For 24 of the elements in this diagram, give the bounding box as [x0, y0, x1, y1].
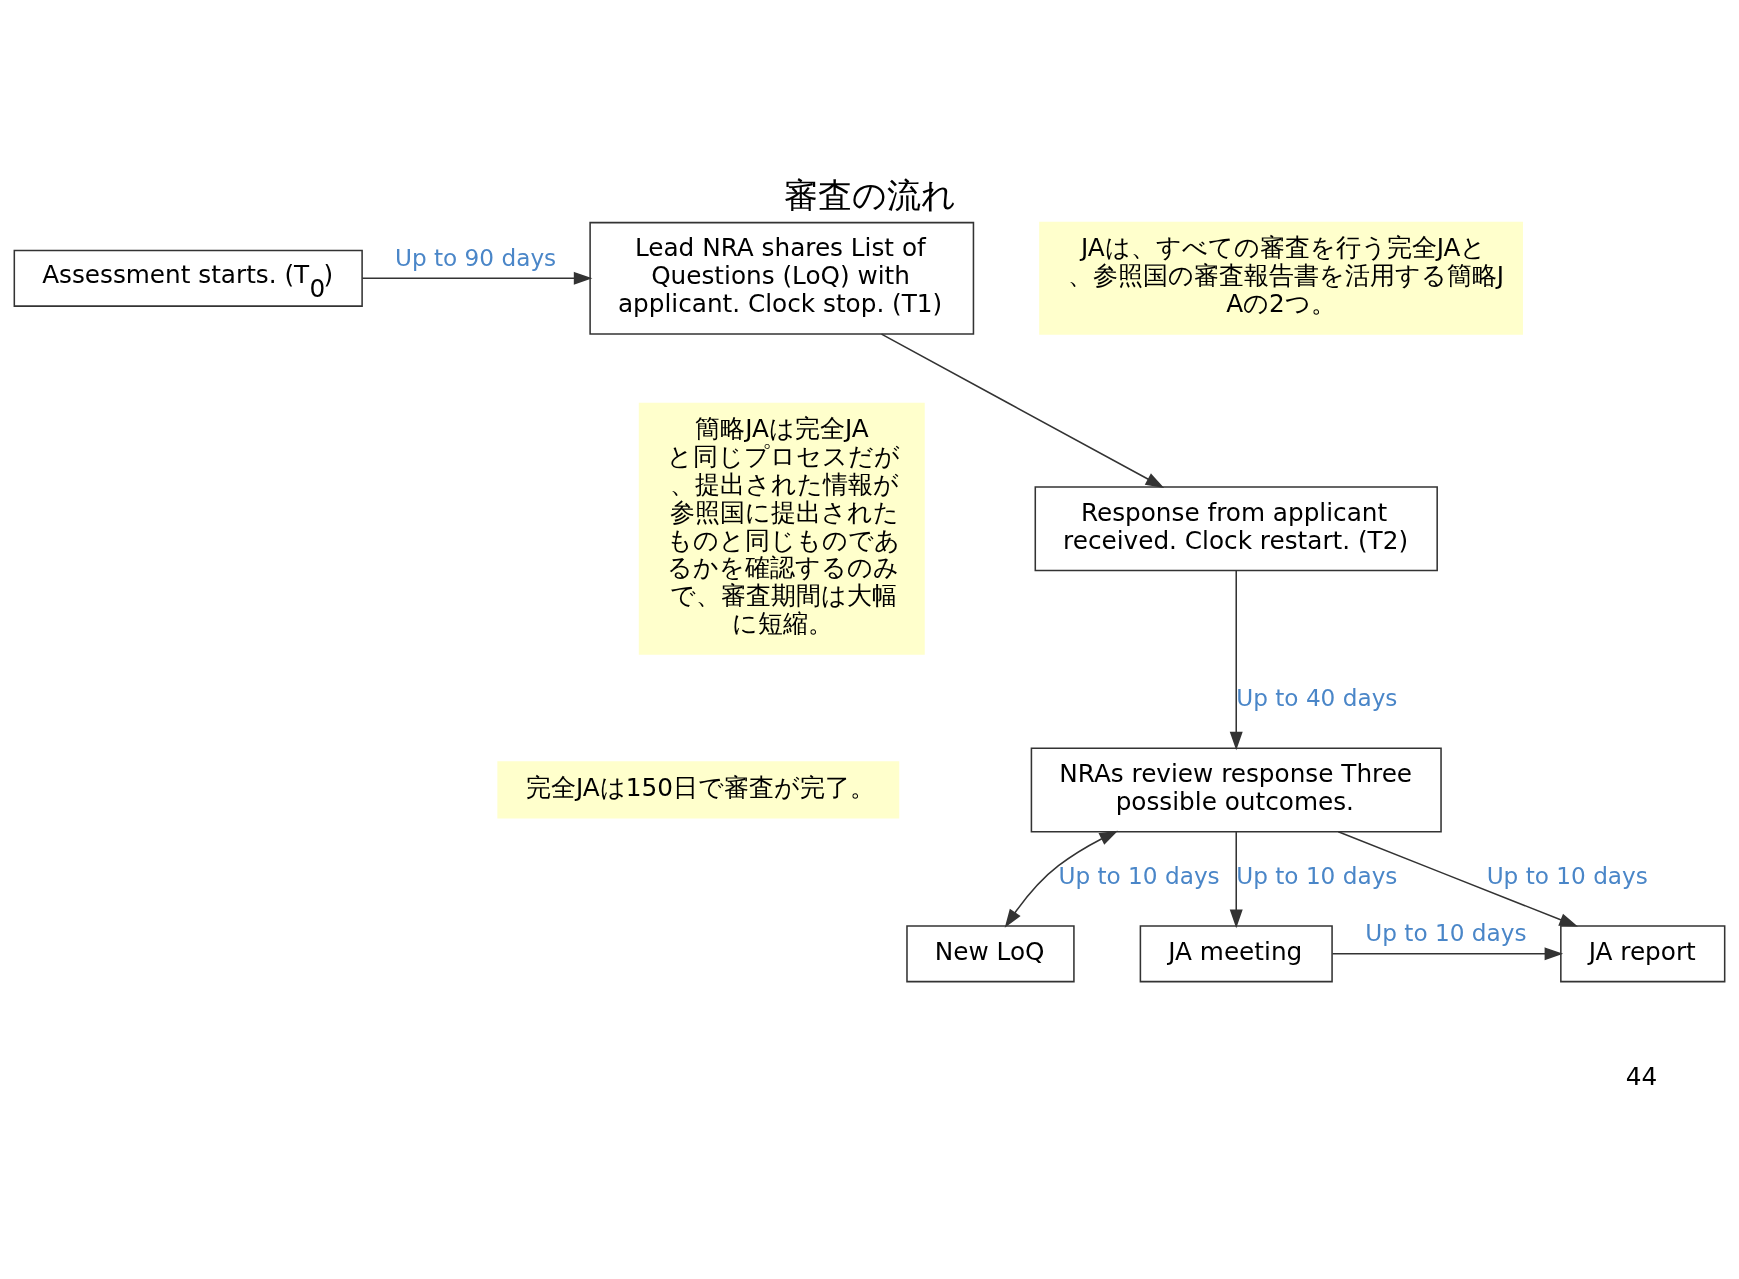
node-box: New LoQ: [906, 924, 1075, 982]
arrow: [1229, 569, 1243, 750]
edge-label: Up to 90 days: [394, 243, 557, 271]
diagram-title: 審査の流れ: [783, 174, 956, 215]
arrow: [1331, 946, 1564, 960]
edge-label: Up to 10 days: [1486, 861, 1648, 889]
node-box: JA report: [1560, 924, 1726, 982]
node-box: 簡略JAは完全JAと同じプロセスだが、提出された情報が参照国に提出されたものと同じものであるかを確認するのみで、審査期間は大幅に短縮。: [638, 402, 925, 655]
edge-label: Up to 10 days: [1236, 861, 1398, 889]
arrow: [361, 271, 593, 285]
arrow: [880, 332, 1165, 488]
node-box: JAは、すべての審査を行う完全JAと、参照国の審査報告書を活用する簡略JAの2つ。: [1039, 221, 1523, 335]
label: 44: [1625, 1061, 1658, 1091]
edge-label: Up to 10 days: [1058, 861, 1220, 889]
node-box: 完全JAは150日で審査が完了。: [497, 760, 900, 819]
node-box: JA meeting: [1139, 924, 1333, 982]
edge-label: Up to 40 days: [1236, 683, 1398, 711]
arrow: [1229, 830, 1243, 928]
node-box: Lead NRA shares List of Questions (LoQ) with applicant. Clock stop. (T1): [589, 221, 975, 335]
node-box: Response from applicant received. Clock restart. (T2): [1034, 485, 1438, 571]
arrow: [1004, 830, 1119, 928]
arrow: [1337, 830, 1578, 927]
node-box: NRAs review response Three possible outcomes.: [1030, 746, 1442, 832]
edge-label: Up to 10 days: [1365, 918, 1527, 946]
